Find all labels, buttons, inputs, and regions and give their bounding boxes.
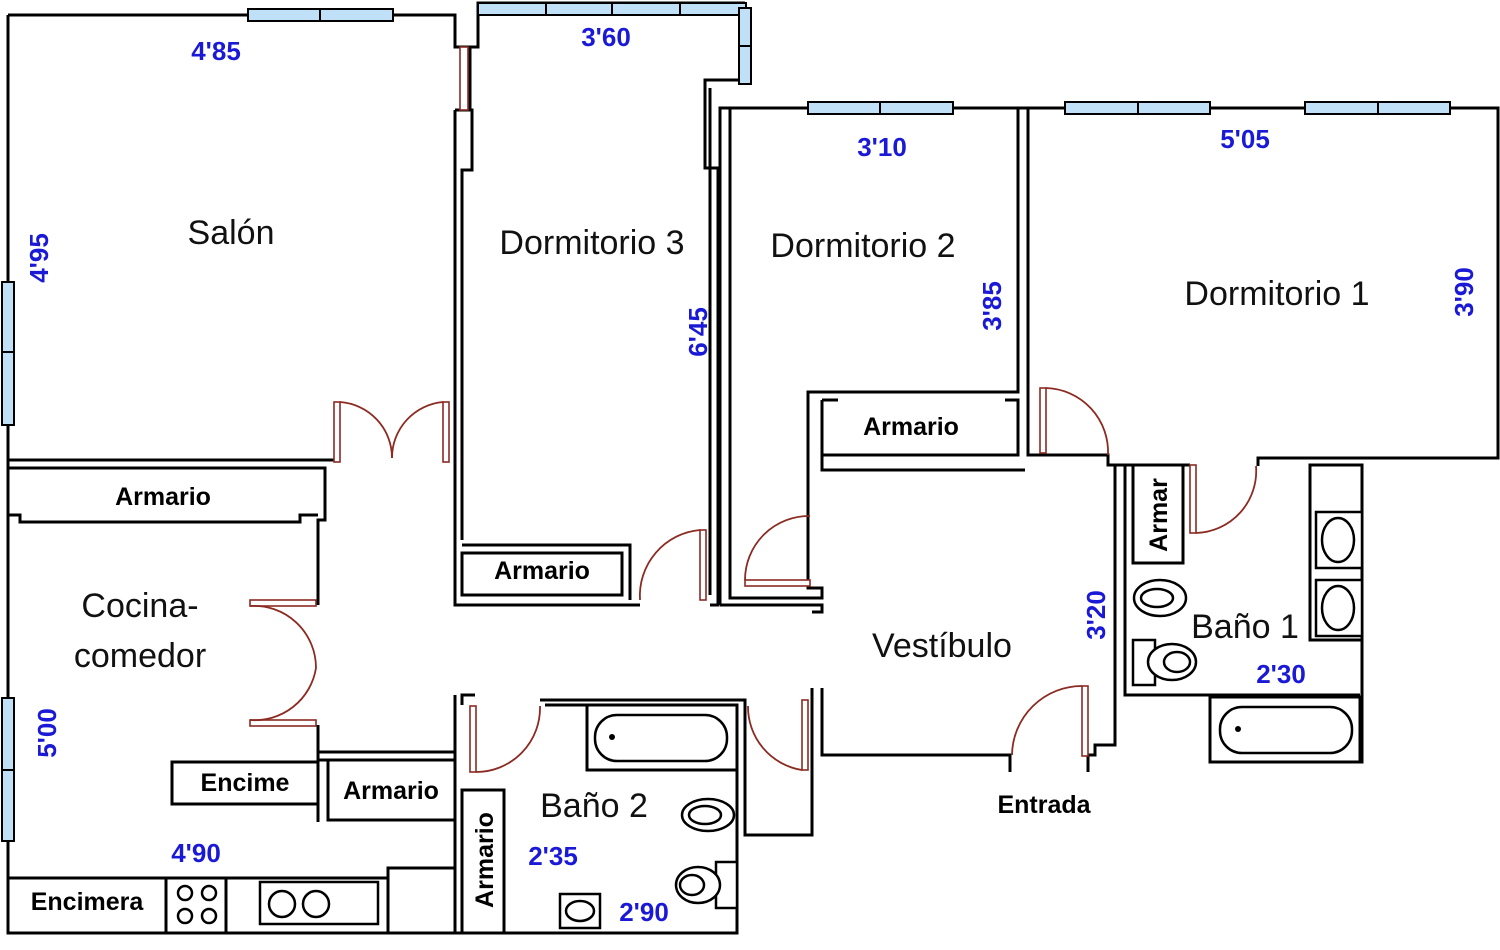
counter — [170, 760, 320, 806]
fridge — [386, 866, 457, 935]
dim-dorm3-width: 3'60 — [581, 22, 631, 52]
door — [699, 529, 707, 601]
dim-vestibulo: 3'20 — [1081, 590, 1111, 640]
door — [1081, 685, 1089, 757]
dim-bano2-b: 2'90 — [619, 897, 669, 927]
room-vestibulo: Vestíbulo — [872, 627, 1012, 665]
label-armario-salon: Armario — [115, 483, 211, 511]
room-bano-2: Baño 2 — [540, 787, 648, 825]
door — [333, 401, 341, 463]
door — [249, 599, 317, 607]
dim-dorm2-height: 3'85 — [977, 281, 1007, 331]
room-bano-1: Baño 1 — [1191, 608, 1299, 646]
window — [1, 281, 15, 426]
room-cocina-line1: Cocina- — [81, 587, 198, 625]
fixtures — [6, 463, 1364, 935]
fixture-labels: Armario Armario Armario Armario Encime E… — [31, 413, 1173, 916]
dimension-labels: 4'85 4'95 3'60 6'45 3'10 3'85 5'05 3'90 … — [24, 22, 1479, 927]
dim-cocina-width: 4'90 — [171, 838, 221, 868]
room-dormitorio-2: Dormitorio 2 — [770, 227, 955, 265]
wardrobe — [1131, 463, 1185, 565]
wardrobe — [326, 758, 457, 822]
door — [1189, 464, 1197, 534]
room-dormitorio-3: Dormitorio 3 — [499, 224, 684, 262]
label-armario-bano2: Armario — [471, 812, 499, 908]
dim-dorm1-height: 3'90 — [1449, 267, 1479, 317]
label-encime: Encime — [201, 769, 290, 797]
door — [442, 401, 450, 463]
dim-bano1: 2'30 — [1256, 659, 1306, 689]
counter — [6, 876, 168, 935]
doors — [249, 46, 1258, 773]
dim-cocina-height: 5'00 — [32, 708, 62, 758]
windows — [1, 2, 1451, 842]
label-armar-bano1: Armar — [1145, 478, 1173, 552]
label-armario-dorm3: Armario — [494, 557, 590, 585]
dim-dorm1-width: 5'05 — [1220, 124, 1270, 154]
door — [801, 699, 809, 771]
dim-bano2-a: 2'35 — [528, 841, 578, 871]
label-armario-cocina: Armario — [343, 777, 439, 805]
door — [1039, 387, 1047, 454]
label-armario-dorm2: Armario — [863, 413, 959, 441]
dim-dorm2-width: 3'10 — [857, 132, 907, 162]
label-entrada: Entrada — [997, 791, 1091, 819]
room-labels: Salón Dormitorio 3 Dormitorio 2 Dormitor… — [74, 214, 1370, 825]
door — [744, 579, 811, 587]
dim-salon-width: 4'85 — [191, 36, 241, 66]
dim-salon-height: 4'95 — [24, 233, 54, 283]
door — [469, 705, 477, 773]
room-salon: Salón — [188, 214, 275, 252]
label-encimera: Encimera — [31, 888, 145, 916]
dim-dorm3-height: 6'45 — [683, 307, 713, 357]
wardrobe — [460, 551, 624, 597]
hob — [164, 876, 228, 935]
door — [249, 719, 317, 727]
room-cocina-line2: comedor — [74, 637, 206, 675]
wardrobe — [460, 788, 506, 935]
room-dormitorio-1: Dormitorio 1 — [1184, 275, 1369, 313]
